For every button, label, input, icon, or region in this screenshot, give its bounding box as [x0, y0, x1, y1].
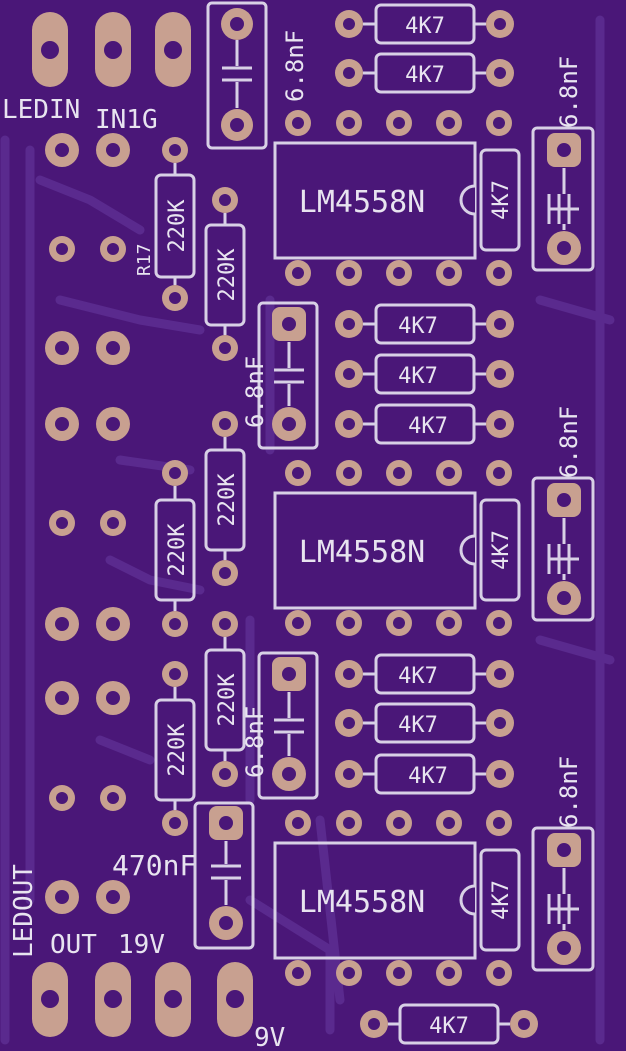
res-4k7-mid-2: 4K7 [335, 353, 514, 395]
res-label: 4K7 [398, 713, 438, 738]
cap-c-right-2 [531, 476, 595, 622]
left-pads-bottom [45, 661, 238, 914]
ic-u1: LM4558N [273, 110, 512, 286]
res-label: 4K7 [398, 664, 438, 689]
cap-c-right-3 [531, 826, 595, 972]
cap-c-top [206, 1, 268, 150]
res-220k-6: 220K [154, 687, 196, 810]
res-4k7-bot-1: 4K7 [335, 653, 514, 695]
res-label: 220K [215, 248, 240, 302]
ic-u3: LM4558N [273, 810, 512, 986]
res-label: 4K7 [489, 180, 514, 220]
res-220k-r17: 220K [154, 163, 196, 285]
label-cap-right-3: 6.8nF [555, 756, 583, 828]
res-4k7-vert-2: 4K7 [479, 498, 521, 602]
label-470nf: 470nF [112, 849, 196, 882]
res-220k-2: 220K [204, 213, 246, 335]
res-label: 4K7 [405, 63, 445, 88]
res-4k7-top-1: 4K7 [335, 3, 514, 45]
res-4k7-bottom: 4K7 [360, 1003, 538, 1045]
res-4k7-vert-3: 4K7 [479, 848, 521, 952]
res-label: 4K7 [489, 880, 514, 920]
res-4k7-vert-1: 4K7 [479, 148, 521, 252]
bottom-connector [32, 962, 253, 1037]
res-label: 4K7 [398, 314, 438, 339]
res-label: 4K7 [408, 414, 448, 439]
ic-label: LM4558N [299, 885, 425, 920]
ic-u2: LM4558N [273, 460, 512, 636]
res-label: 4K7 [408, 764, 448, 789]
res-220k-5: 220K [204, 637, 246, 761]
cap-c-right-1 [531, 126, 595, 272]
res-220k-3: 220K [204, 437, 246, 560]
label-cap-top: 6.8nF [281, 30, 309, 102]
left-pads-mid [45, 411, 238, 715]
copper-traces [0, 15, 615, 1045]
cap-c-mid-1 [257, 301, 319, 450]
label-cap-mid-2: 6.8nF [241, 706, 269, 778]
res-4k7-top-2: 4K7 [335, 52, 514, 94]
cap-470nf [193, 801, 255, 950]
label-ledout: LEDOUT [9, 864, 39, 958]
res-label: 220K [165, 723, 190, 777]
res-label: 220K [215, 473, 240, 527]
label-9v-bottom: 9V [254, 1023, 285, 1051]
res-label: 220K [165, 199, 190, 253]
res-label: 4K7 [405, 14, 445, 39]
res-label: 220K [215, 673, 240, 727]
res-label: 4K7 [489, 530, 514, 570]
label-ledin: LEDIN [2, 95, 80, 125]
label-cap-mid-1: 6.8nF [241, 356, 269, 428]
res-label: 4K7 [398, 364, 438, 389]
res-label: 220K [165, 523, 190, 577]
label-19v: 19V [118, 930, 165, 960]
ic-label: LM4558N [299, 535, 425, 570]
label-in1g: IN1G [95, 105, 158, 135]
cap-c-mid-2 [257, 651, 319, 800]
left-pads-top [45, 133, 238, 441]
top-connector [32, 12, 191, 87]
res-4k7-mid-1: 4K7 [335, 303, 514, 345]
res-220k-4: 220K [154, 486, 196, 611]
label-out: OUT [50, 930, 97, 960]
ic-label: LM4558N [299, 185, 425, 220]
label-cap-right-1: 6.8nF [555, 56, 583, 128]
res-4k7-mid-3: 4K7 [335, 403, 514, 445]
label-r17: R17 [134, 243, 155, 276]
res-4k7-bot-3: 4K7 [335, 753, 514, 795]
res-4k7-bot-2: 4K7 [335, 702, 514, 744]
label-cap-right-2: 6.8nF [555, 406, 583, 478]
res-label: 4K7 [429, 1014, 469, 1039]
